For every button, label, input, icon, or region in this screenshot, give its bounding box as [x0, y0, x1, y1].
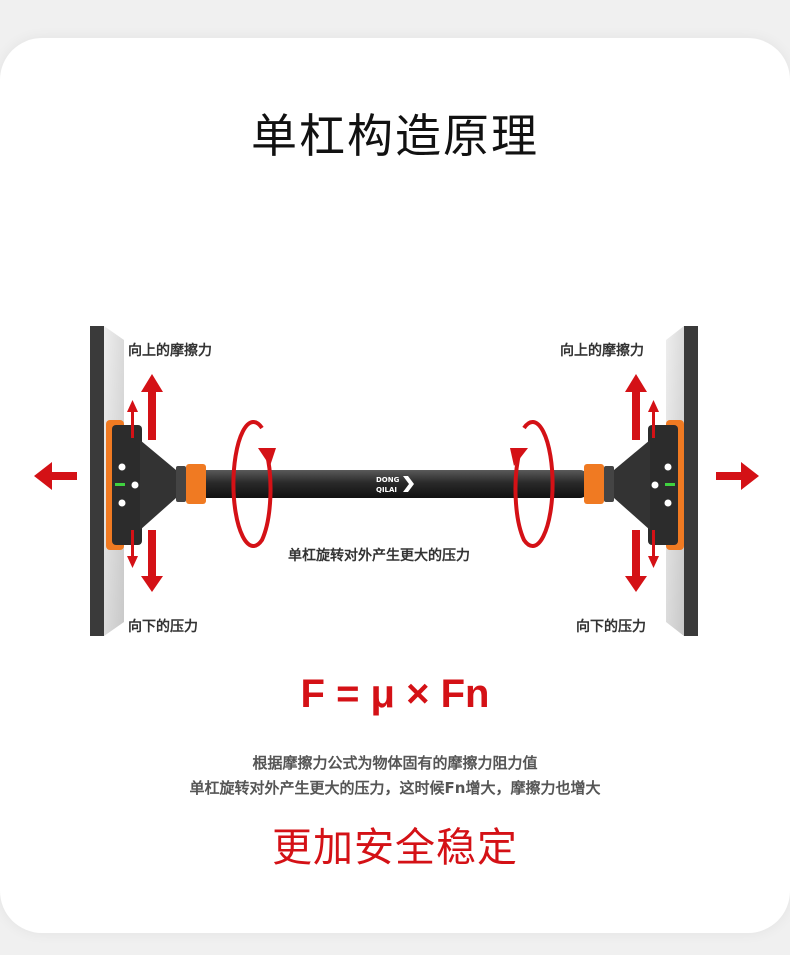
description-line2: 单杠旋转对外产生更大的压力，这时候Fn增大，摩擦力也增大 — [189, 779, 601, 797]
right-down-arrow-icon — [625, 530, 659, 592]
label-upward-friction-left: 向上的摩擦力 — [128, 343, 212, 359]
left-end-cap — [106, 420, 206, 550]
bar-tube — [196, 470, 588, 498]
brand-chevron-icon — [403, 476, 414, 492]
slogan: 更加安全稳定 — [272, 825, 518, 871]
left-up-arrow-icon — [127, 374, 163, 440]
brand-logo: DONG QILAI — [376, 476, 414, 494]
right-rotation-arrow-icon — [510, 420, 555, 548]
label-downward-pressure-right: 向下的压力 — [576, 619, 646, 635]
brand-line1: DONG — [376, 476, 400, 484]
page-title: 单杠构造原理 — [251, 109, 539, 163]
right-up-arrow-icon — [625, 374, 659, 440]
label-upward-friction-right: 向上的摩擦力 — [560, 343, 644, 359]
friction-formula: F = μ × Fn — [300, 672, 490, 716]
left-rotation-arrow-icon — [231, 420, 276, 548]
left-down-arrow-icon — [127, 530, 163, 592]
brand-line2: QILAI — [376, 486, 397, 494]
label-rotation-note: 单杠旋转对外产生更大的压力 — [288, 548, 470, 564]
right-end-cap — [584, 420, 684, 550]
left-outward-arrow-icon — [34, 462, 77, 490]
right-outward-arrow-icon — [716, 462, 759, 490]
label-downward-pressure-left: 向下的压力 — [128, 619, 198, 635]
description-line1: 根据摩擦力公式为物体固有的摩擦力阻力值 — [252, 754, 538, 772]
